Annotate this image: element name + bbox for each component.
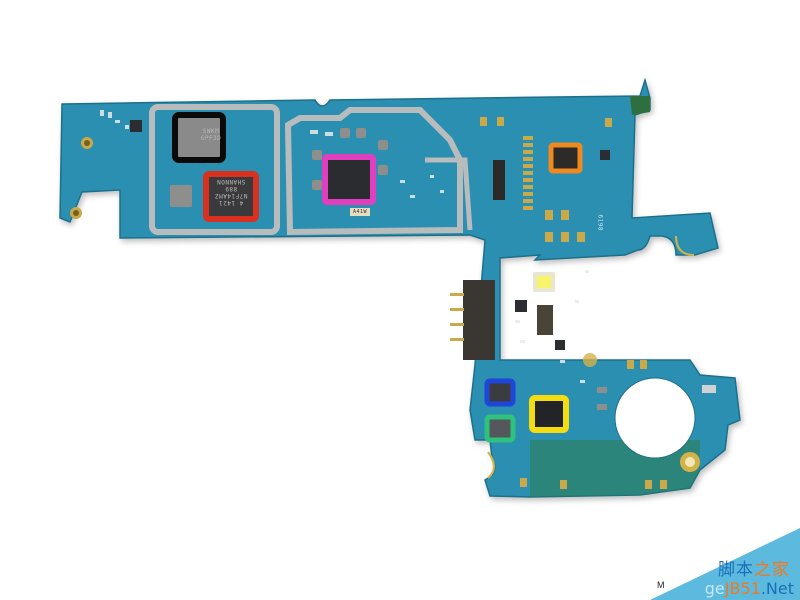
watermark-cn-main: 脚本 [718,560,754,580]
watermark-url-suffix: .Net [760,579,794,598]
watermark-chinese: 脚本之家 [718,555,790,580]
marking-line: SHANNON [216,178,246,185]
yellow-box-chip [529,395,569,433]
watermark: 脚本之家 geJB51.Net [620,530,800,600]
blue-box-chip [484,378,516,407]
red-chip-marking: 4 1421 N7F14AMZ 889 SHANNON [210,178,252,206]
watermark-url-main: JB51 [724,579,761,598]
black-box-chip [172,112,226,163]
marking-line: 889 [224,185,238,192]
watermark-cn-hl: 之家 [754,560,790,580]
watermark-url-prefix: ge [704,579,725,598]
watermark-url: geJB51.Net [705,579,794,598]
marking-line: GPF3D [200,135,222,142]
marking-line: SWKM [202,128,220,135]
black-chip-marking: SWKM GPF3D [198,128,224,142]
side-code-label: 6198 [597,215,604,231]
marking-line: N7F14AMZ [214,192,248,199]
marking-line: 4 1421 [218,199,244,206]
green-box-chip [484,414,516,443]
small-board-label: A41W [352,209,368,215]
orange-box-chip [548,142,583,174]
magenta-box-chip [322,154,376,205]
red-box-chip [203,171,259,222]
